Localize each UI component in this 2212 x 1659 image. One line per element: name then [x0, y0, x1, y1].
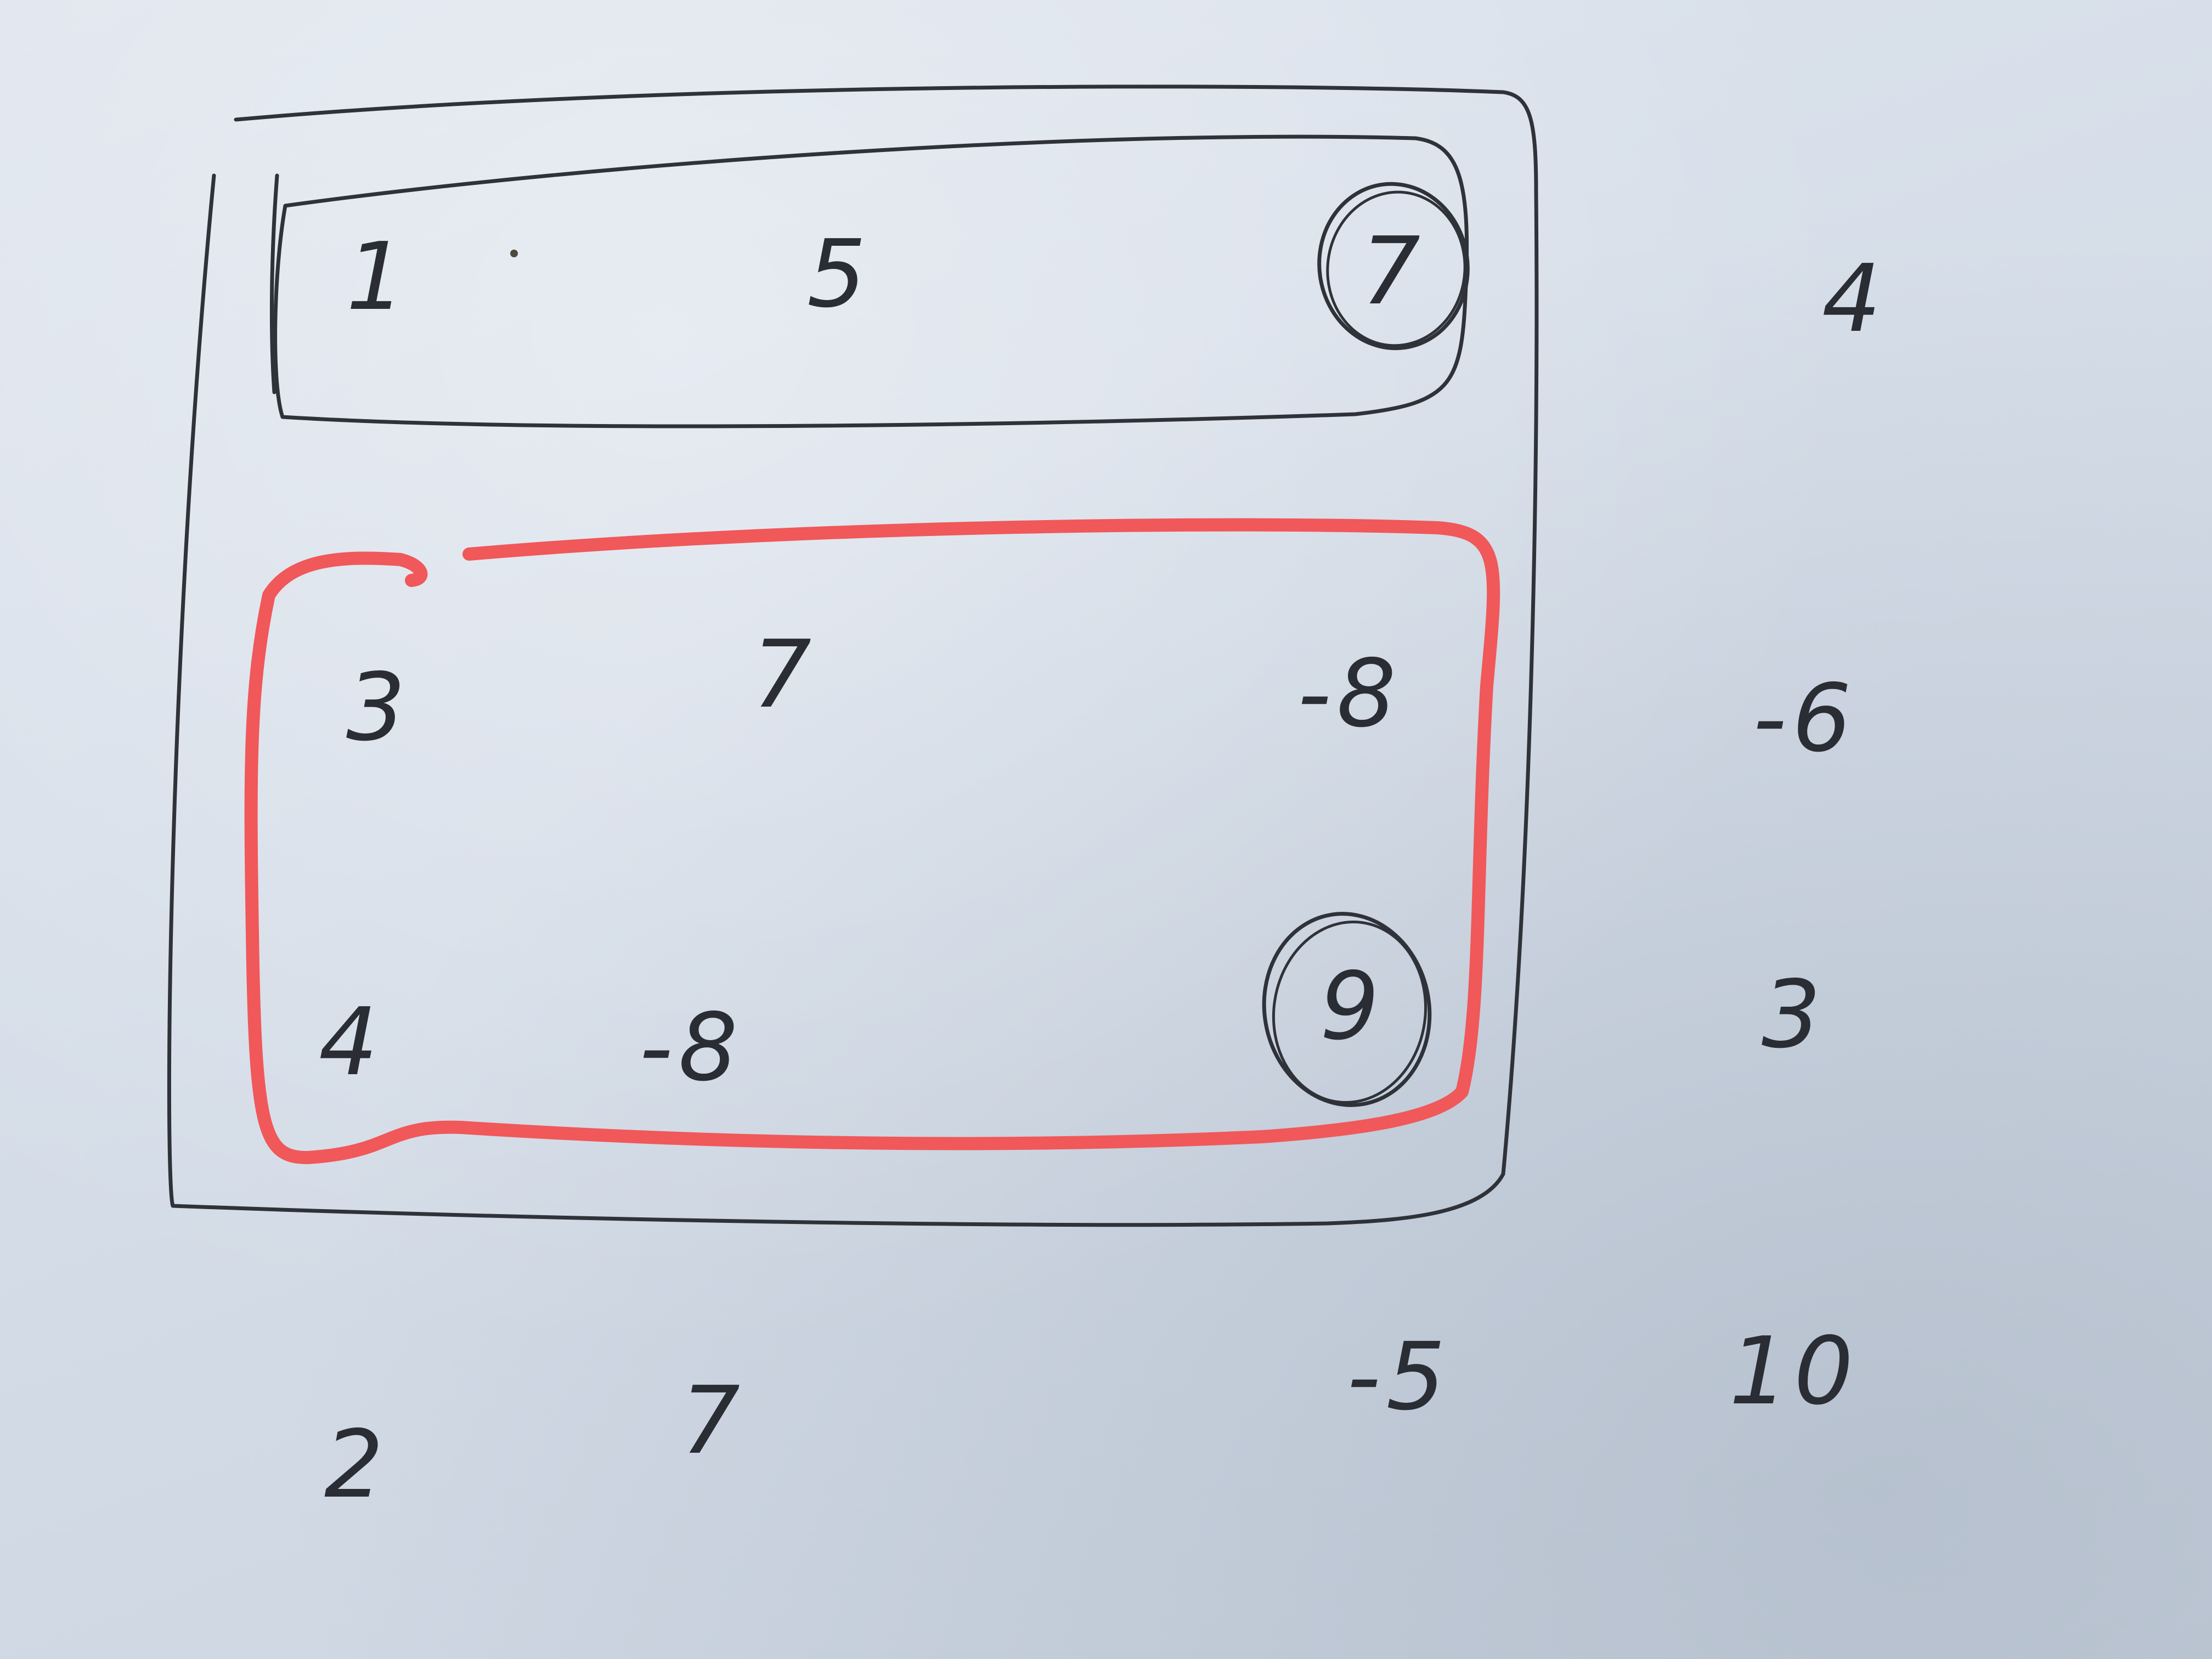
cell-r4-c2: 7 [680, 1367, 746, 1475]
cell-r3-c4: 3 [1761, 961, 1827, 1069]
cell-r4-c3: -5 [1347, 1323, 1451, 1431]
circle-row1-col3 [1317, 182, 1470, 351]
circle-row3-col3 [1262, 912, 1432, 1107]
ink-dot [510, 250, 518, 257]
red-box-rows-2-3 [244, 518, 1500, 1164]
inner-black-box-left-tick [269, 173, 279, 394]
cell-r3-c2: -8 [639, 994, 743, 1102]
circle-row1-col3-second [1326, 190, 1466, 347]
cell-r4-c4: 10 [1729, 1317, 1859, 1426]
cell-r1-c3: 7 [1361, 217, 1426, 326]
cell-r1-c1: 1 [346, 223, 411, 331]
cell-r2-c2: 7 [752, 620, 817, 729]
cell-r4-c1: 2 [324, 1410, 390, 1519]
cell-r2-c4: -6 [1753, 664, 1857, 773]
circle-row3-col3-second [1272, 920, 1427, 1104]
cell-r3-c3: 9 [1319, 952, 1385, 1061]
cell-r1-c2: 5 [806, 220, 872, 329]
cell-r2-c3: -8 [1297, 640, 1402, 748]
cell-r3-c1: 4 [318, 988, 384, 1097]
cell-r1-c4: 4 [1821, 245, 1887, 353]
cell-r2-c1: 3 [346, 653, 411, 762]
inner-black-box-row-1 [273, 134, 1469, 428]
outer-black-box [167, 84, 1539, 1227]
